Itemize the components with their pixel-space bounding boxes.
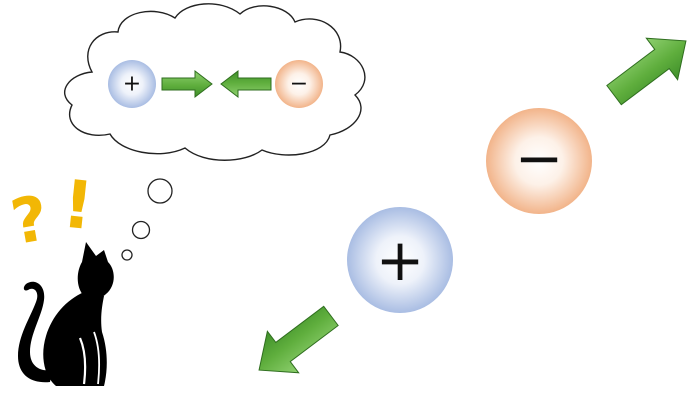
question-mark: ? bbox=[6, 181, 54, 259]
exclamation-mark: ! bbox=[59, 165, 97, 245]
thought-bubble-large bbox=[147, 178, 173, 204]
thought-cloud bbox=[64, 3, 366, 161]
main-positive-sign: + bbox=[376, 226, 425, 294]
thought-positive-sign: + bbox=[123, 72, 141, 97]
arrow-up-right-icon bbox=[597, 19, 700, 117]
main-positive-charge: + bbox=[347, 207, 453, 313]
cat-leg-detail bbox=[78, 337, 87, 385]
thought-negative-sign: − bbox=[290, 72, 308, 97]
black-cat-silhouette-icon bbox=[18, 242, 114, 386]
main-negative-charge: − bbox=[486, 108, 592, 214]
cat-leg-detail-2 bbox=[93, 331, 101, 385]
thought-positive-charge: + bbox=[108, 60, 156, 108]
thought-bubble-small bbox=[121, 249, 133, 261]
thought-bubble-medium bbox=[131, 220, 151, 240]
thought-negative-charge: − bbox=[275, 60, 323, 108]
arrow-down-left-icon bbox=[242, 294, 348, 392]
main-negative-sign: − bbox=[515, 124, 564, 192]
